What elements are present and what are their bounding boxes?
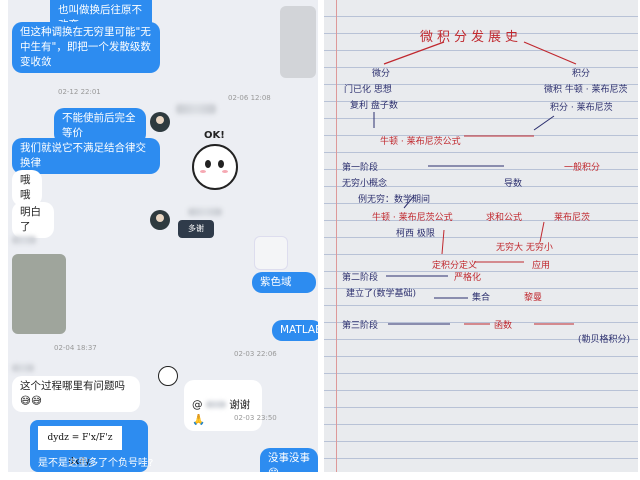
message-bubble-6: 明白了	[12, 202, 54, 238]
thanks-sticker: 多谢	[178, 220, 214, 238]
notebook-photo: 微积分发展史 微分 积分 门已化 思想 复利 盘子数 微积 牛顿 · 莱布尼茨 …	[324, 0, 638, 472]
image-thumbnail-1[interactable]	[280, 6, 316, 78]
blurred-name-2	[188, 208, 222, 216]
timestamp-4: 02-03 22:06	[234, 350, 277, 358]
message-bubble-10: @ 谢谢🙏	[184, 380, 262, 431]
note-line-9: 一般积分	[564, 163, 601, 173]
note-line-13: 求和公式	[486, 213, 523, 223]
timestamp-2: 02-06 12:08	[228, 94, 271, 102]
image-thumbnail-2[interactable]	[12, 254, 66, 334]
image-thumbnail-3[interactable]	[254, 236, 288, 270]
note-line-6: 第一阶段	[342, 163, 379, 173]
blurred-name	[176, 104, 216, 114]
title-branches	[383, 41, 577, 65]
chat-screenshot: 也叫做换后往原不改变 但这种调换在无穷里可能"无中生有"，即把一个发散级数变收敛…	[8, 0, 318, 472]
note-line-22: 集合	[472, 293, 491, 303]
blurred-name-3	[12, 364, 34, 372]
branch-left: 微分	[372, 69, 391, 79]
margin-line	[336, 0, 337, 472]
note-line-23: 黎曼	[524, 293, 543, 303]
note-line-14: 柯西 极限	[396, 229, 435, 239]
ok-sticker: OK!	[184, 130, 248, 196]
blurred-message	[12, 236, 36, 244]
note-line-25: 函数	[494, 321, 513, 331]
user-avatar[interactable]	[150, 112, 170, 132]
timestamp-5: 02-03 23:50	[234, 414, 277, 422]
mindmap-arrows	[373, 112, 574, 325]
note-line-3: 微积 牛顿 · 莱布尼茨	[544, 85, 628, 95]
note-line-21: 第三阶段	[342, 321, 379, 331]
branch-right: 积分	[572, 69, 591, 79]
note-line-16: 定积分定义	[432, 261, 478, 271]
note-line-18: 第二阶段	[342, 273, 379, 283]
message-bubble-2: 但这种调换在无穷里可能"无中生有"，即把一个发散级数变收敛	[12, 22, 160, 73]
note-line-15: 无穷大 无穷小	[496, 243, 553, 253]
user-avatar-2[interactable]	[150, 210, 170, 230]
note-line-20: 严格化	[454, 273, 482, 283]
message-bubble-4: 我们就说它不满足结合律交换律	[12, 138, 160, 174]
message-bubble-8: MATLAB	[272, 320, 318, 341]
message-bubble-5: 哦哦	[12, 170, 42, 206]
note-line-1: 门已化 思想	[344, 85, 392, 95]
notebook-title: 微积分发展史	[420, 30, 523, 45]
note-line-24: (勒贝格积分)	[578, 335, 631, 345]
formula-image: dydz = F'x/F'z dxdy,	[38, 426, 122, 467]
timestamp-3: 02-04 18:37	[54, 344, 97, 352]
note-line-11: 导数	[504, 179, 523, 189]
note-line-8: 例无穷：数学期间	[358, 195, 431, 205]
note-line-5: 牛顿 · 莱布尼茨公式	[380, 137, 461, 147]
note-line-4: 积分 · 莱布尼茨	[550, 103, 613, 113]
note-line-12: 牛顿 · 莱布尼茨公式	[372, 213, 453, 223]
note-line-2: 复利 盘子数	[350, 101, 398, 111]
message-bubble-9: 这个过程哪里有问题吗😅😅	[12, 376, 140, 412]
formula-bubble[interactable]: dydz = F'x/F'z dxdy, 是不是这里多了个负号哇?	[30, 420, 153, 472]
smile-sticker	[158, 366, 178, 386]
note-line-19: 建立了(数学基础)	[346, 289, 417, 299]
timestamp-1: 02-12 22:01	[58, 88, 101, 96]
message-bubble-12: 没事没事😁	[260, 448, 318, 472]
note-line-17: 应用	[532, 261, 551, 271]
note-line-10: 莱布尼茨	[554, 213, 591, 223]
note-line-7: 无穷小概念	[342, 179, 388, 189]
message-bubble-7: 紫色域	[252, 272, 316, 293]
